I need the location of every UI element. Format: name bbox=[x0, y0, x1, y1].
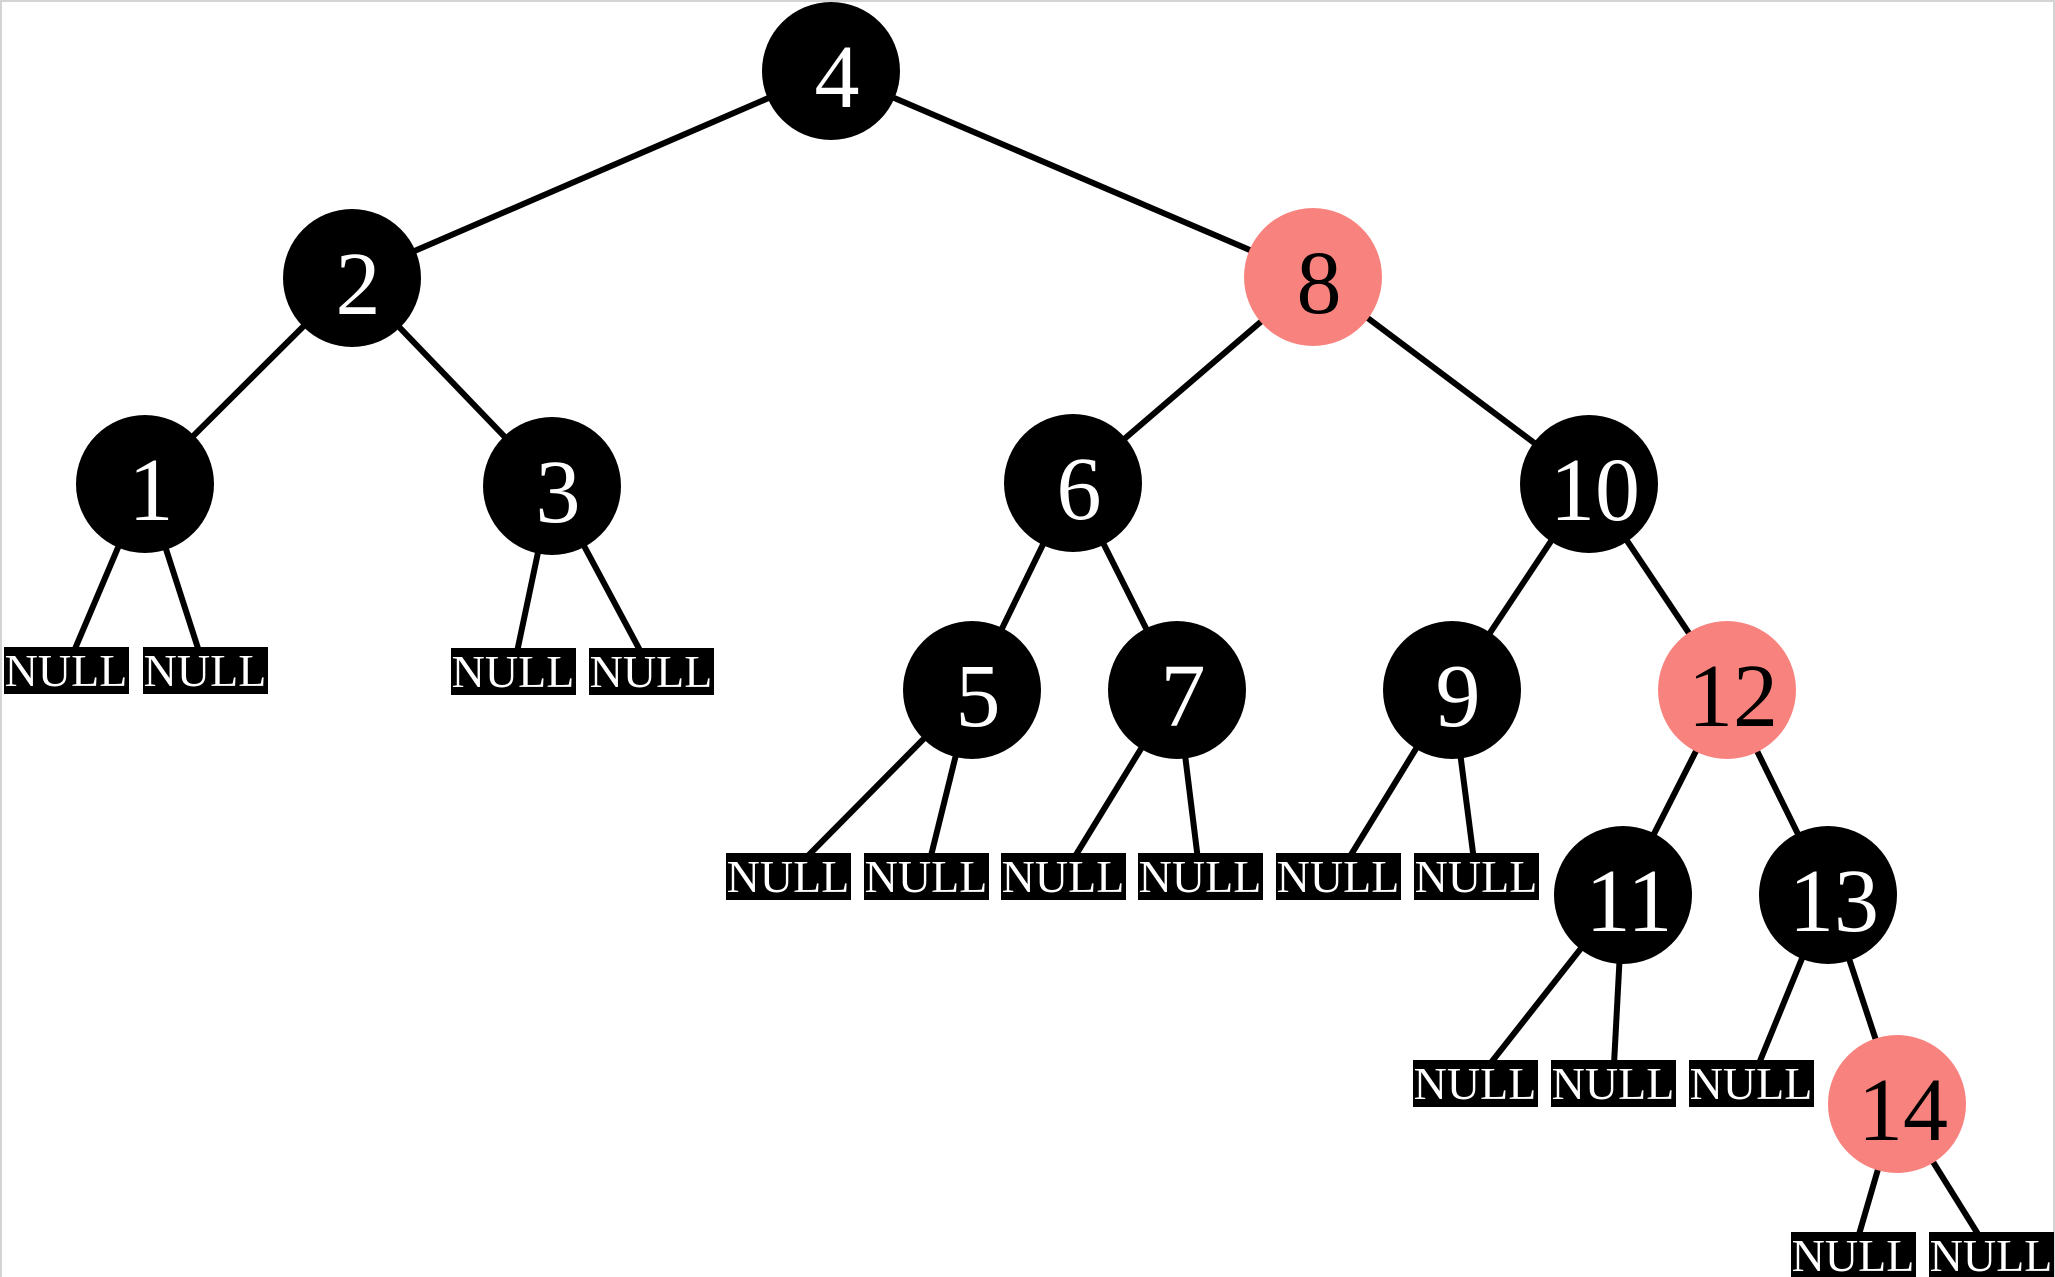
null-leaf-u4: NULL bbox=[588, 646, 714, 697]
null-leaf-label: NULL bbox=[1001, 851, 1125, 902]
null-leaf-label: NULL bbox=[1138, 851, 1262, 902]
tree-node-4: 4 bbox=[762, 2, 900, 140]
tree-node-6: 6 bbox=[1004, 414, 1142, 552]
tree-node-label: 5 bbox=[955, 647, 1001, 746]
tree-node-label: 7 bbox=[1160, 647, 1206, 746]
frame-border-top bbox=[0, 0, 2055, 2]
tree-node-label: 3 bbox=[535, 443, 581, 542]
null-leaf-label: NULL bbox=[1413, 1058, 1537, 1109]
null-leaf-label: NULL bbox=[451, 646, 575, 697]
null-leaf-label: NULL bbox=[726, 851, 850, 902]
tree-node-11: 11 bbox=[1554, 826, 1692, 964]
tree-node-label: 2 bbox=[335, 235, 381, 334]
null-leaf-u2: NULL bbox=[142, 645, 268, 696]
null-leaf-u10: NULL bbox=[1413, 851, 1539, 902]
tree-node-12: 12 bbox=[1658, 621, 1796, 759]
tree-node-label: 1 bbox=[128, 441, 174, 540]
null-leaf-u5: NULL bbox=[725, 851, 851, 902]
null-leaf-label: NULL bbox=[1791, 1230, 1915, 1277]
tree-node-13: 13 bbox=[1759, 826, 1897, 964]
tree-node-label: 13 bbox=[1789, 852, 1879, 951]
tree-node-2: 2 bbox=[283, 209, 421, 347]
null-leaf-label: NULL bbox=[4, 645, 128, 696]
tree-node-label: 6 bbox=[1056, 440, 1102, 539]
null-leaf-u1: NULL bbox=[3, 645, 129, 696]
null-leaf-u7: NULL bbox=[1000, 851, 1126, 902]
null-leaf-u8: NULL bbox=[1137, 851, 1263, 902]
null-leaf-label: NULL bbox=[864, 851, 988, 902]
tree-edge-n4-n8 bbox=[829, 68, 1315, 280]
null-leaf-label: NULL bbox=[1689, 1058, 1813, 1109]
tree-node-1: 1 bbox=[76, 415, 214, 553]
tree-node-label: 9 bbox=[1435, 647, 1481, 746]
null-leaf-u11: NULL bbox=[1412, 1058, 1538, 1109]
null-leaf-label: NULL bbox=[1929, 1230, 2053, 1277]
tree-node-label: 4 bbox=[814, 28, 860, 127]
null-leaf-label: NULL bbox=[1276, 851, 1400, 902]
tree-node-8: 8 bbox=[1244, 208, 1382, 346]
null-leaf-u15: NULL bbox=[1928, 1230, 2054, 1277]
tree-node-3: 3 bbox=[483, 417, 621, 555]
null-leaf-u3: NULL bbox=[450, 646, 576, 697]
null-leaf-label: NULL bbox=[1551, 1058, 1675, 1109]
tree-edge-n4-n2 bbox=[350, 68, 833, 281]
frame-border-right bbox=[2053, 0, 2055, 1277]
null-leaf-u12: NULL bbox=[1550, 1058, 1676, 1109]
tree-node-10: 10 bbox=[1520, 415, 1658, 553]
tree-node-label: 11 bbox=[1585, 852, 1673, 951]
tree-node-5: 5 bbox=[903, 621, 1041, 759]
null-leaf-u6: NULL bbox=[863, 851, 989, 902]
tree-node-9: 9 bbox=[1383, 621, 1521, 759]
tree-node-label: 14 bbox=[1858, 1061, 1948, 1160]
null-leaf-u9: NULL bbox=[1275, 851, 1401, 902]
null-leaf-u13: NULL bbox=[1688, 1058, 1814, 1109]
null-leaf-label: NULL bbox=[589, 646, 713, 697]
frame-border-left bbox=[0, 0, 2, 1277]
tree-node-7: 7 bbox=[1108, 621, 1246, 759]
null-leaf-label: NULL bbox=[1414, 851, 1538, 902]
tree-node-label: 10 bbox=[1550, 441, 1640, 540]
tree-node-label: 8 bbox=[1296, 234, 1342, 333]
tree-node-14: 14 bbox=[1828, 1035, 1966, 1173]
null-leaf-u14: NULL bbox=[1790, 1230, 1916, 1277]
tree-node-label: 12 bbox=[1688, 647, 1778, 746]
null-leaf-label: NULL bbox=[143, 645, 267, 696]
